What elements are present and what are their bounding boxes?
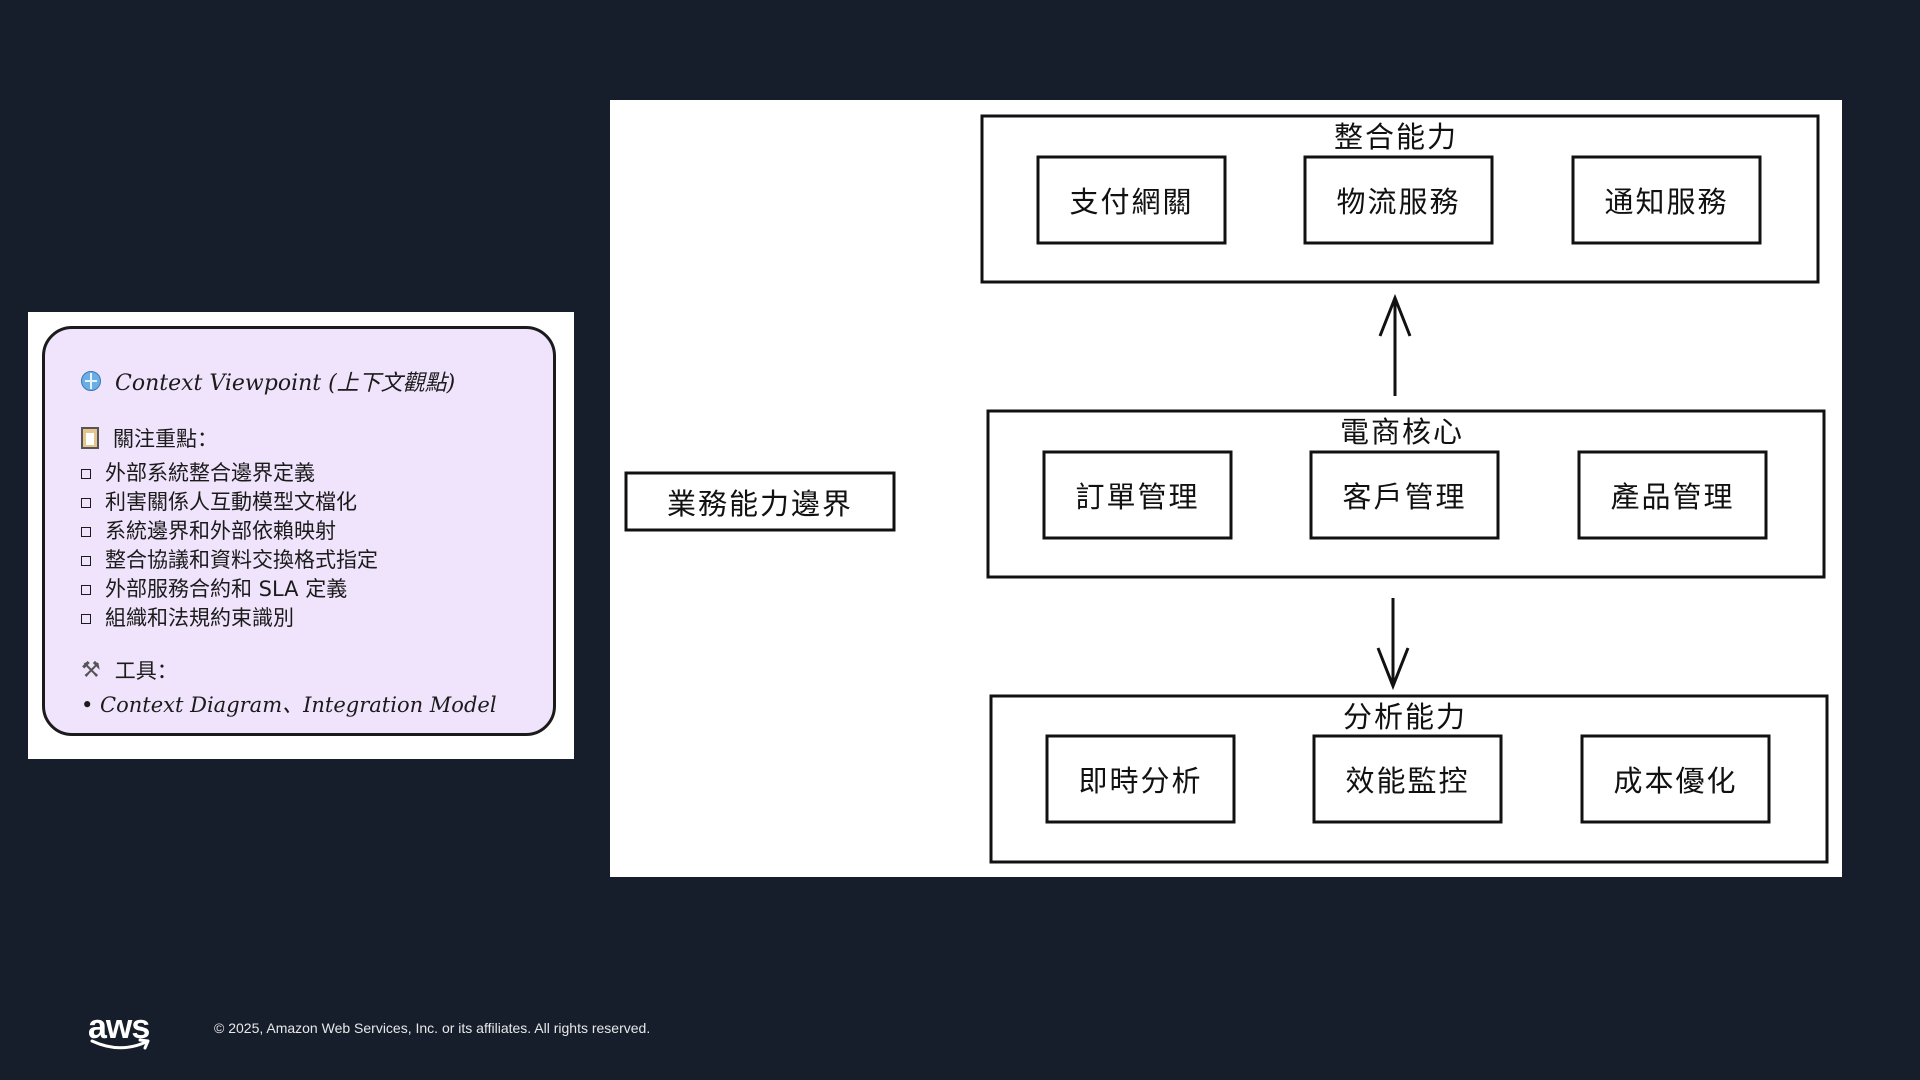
aws-smile-icon [90,1038,150,1050]
bullet-icon [81,555,91,566]
bullet-icon [81,613,91,624]
viewpoint-card-frame: Context Viewpoint (上下文觀點) 關注重點： 外部系統整合邊界… [28,312,574,759]
box-customer-management: 客戶管理 [1342,480,1467,514]
box-payment-gateway: 支付網關 [1069,185,1194,219]
group-integration-shape [980,114,1820,284]
arrow-up-head [1378,293,1412,337]
box-performance-monitoring: 效能監控 [1345,764,1470,798]
list-item: 外部系統整合邊界定義 [81,459,378,488]
box-product-management: 產品管理 [1610,480,1735,514]
box-notification-service: 通知服務 [1604,185,1729,219]
bullet-icon [81,584,91,595]
focus-heading-row: 關注重點： [81,423,218,453]
diagram-lines [624,114,1829,864]
tools-icon: ⚒ [81,657,101,683]
arrow-down-head [1376,647,1410,691]
card-title: Context Viewpoint (上下文觀點) [115,371,456,396]
tools-heading-row: ⚒ 工具： [81,655,178,685]
globe-icon [81,371,101,391]
bullet-icon [81,497,91,508]
clipboard-icon [81,427,99,449]
focus-label: 關注重點： [113,427,218,451]
list-item: 利害關係人互動模型文檔化 [81,488,378,517]
list-item: 系統邊界和外部依賴映射 [81,517,378,546]
box-realtime-analytics: 即時分析 [1078,764,1203,798]
copyright-text: © 2025, Amazon Web Services, Inc. or its… [214,1020,651,1036]
viewpoint-card: Context Viewpoint (上下文觀點) 關注重點： 外部系統整合邊界… [42,326,556,736]
list-item: 組織和法規約束識別 [81,604,378,633]
group-title-analytics: 分析能力 [1337,700,1474,734]
tools-line: • Context Diagram、Integration Model [81,693,497,717]
capability-diagram: 業務能力邊界 整合能力 支付網關 物流服務 通知服務 電商核心 訂單管理 客戶管… [610,100,1842,877]
box-cost-optimization: 成本優化 [1613,764,1738,798]
list-item: 外部服務合約和 SLA 定義 [81,575,378,604]
bullet-icon [81,468,91,479]
box-logistics-service: 物流服務 [1336,185,1461,219]
boundary-box-shape [624,471,896,532]
focus-list: 外部系統整合邊界定義 利害關係人互動模型文檔化 系統邊界和外部依賴映射 整合協議… [81,459,378,633]
group-analytics-shape [989,694,1829,864]
card-title-row: Context Viewpoint (上下文觀點) [81,365,455,397]
tools-label: 工具： [114,659,178,683]
boundary-label: 業務能力邊界 [666,486,853,521]
group-title-core: 電商核心 [1334,415,1471,449]
bullet-icon [81,526,91,537]
box-order-management: 訂單管理 [1075,480,1200,514]
group-core-shape [986,409,1826,579]
group-title-integration: 整合能力 [1328,120,1465,154]
list-item: 整合協議和資料交換格式指定 [81,546,378,575]
